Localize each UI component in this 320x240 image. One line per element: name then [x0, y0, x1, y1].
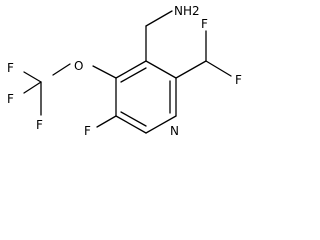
bond-c4-c3	[115, 60, 147, 79]
bond-c6-c5	[115, 115, 147, 134]
bond-cf3-fa	[23, 71, 42, 83]
atom-f-cf3-a: F	[7, 61, 14, 75]
atom-f-chf2-b: F	[235, 73, 242, 87]
bond-c5-f	[96, 115, 117, 128]
atom-f-ring: F	[84, 124, 91, 138]
atom-nh2: NH2	[174, 4, 200, 18]
bond-n-c6	[145, 115, 177, 134]
bond-c3-c2	[145, 60, 177, 79]
bond-lines	[23, 10, 232, 134]
bond-c6-c5-inner	[120, 111, 147, 127]
atom-f-cf3-b: F	[36, 118, 43, 132]
bond-c4-c3-inner	[120, 67, 147, 83]
bond-o-cf3	[52, 63, 71, 76]
bond-c2-chf2	[175, 60, 207, 79]
atom-f-chf2-a: F	[201, 17, 208, 31]
bond-chf2-fb	[205, 60, 232, 77]
chemical-structure: NH2 F F O F F F F N	[7, 4, 242, 138]
atom-n-ring: N	[170, 124, 179, 138]
bond-cf3-fc	[23, 81, 42, 94]
bond-ch2-n	[145, 10, 173, 27]
atom-f-cf3-c: F	[7, 92, 14, 106]
atom-o: O	[74, 59, 83, 73]
atom-labels: NH2 F F O F F F F N	[7, 4, 242, 138]
bond-c4-o	[92, 65, 117, 79]
